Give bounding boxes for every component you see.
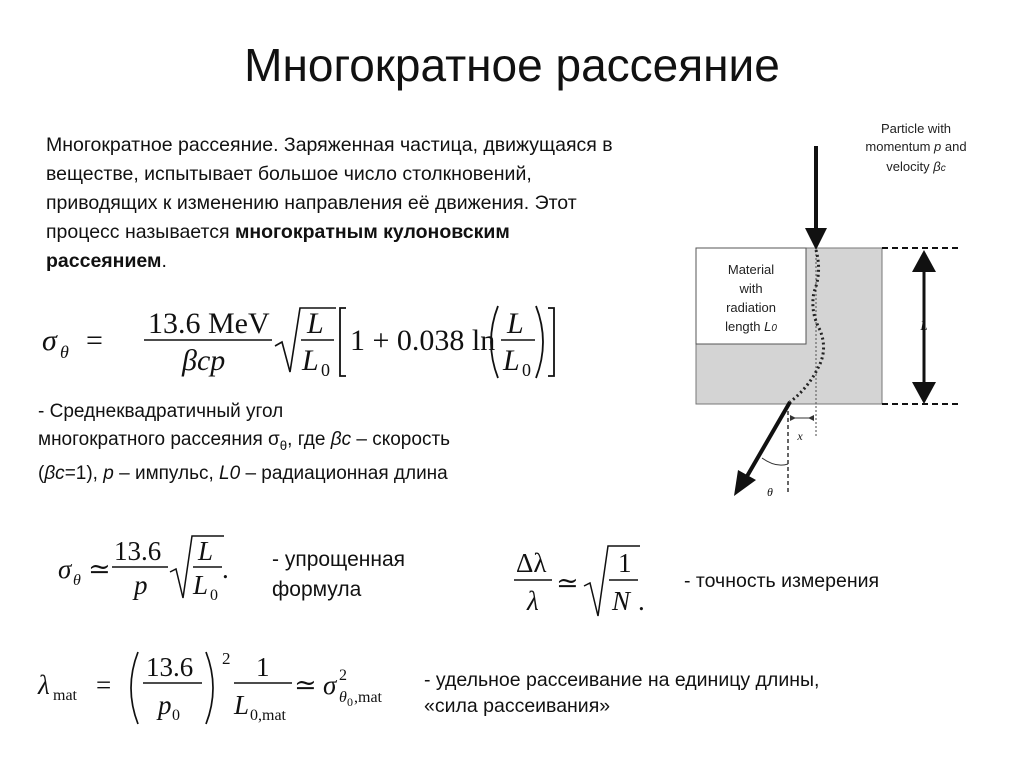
f1-sqrt-num: L	[306, 307, 324, 340]
f4-rhs: σ	[323, 670, 338, 700]
desc1-l2a: многократного рассеяния σ	[38, 429, 280, 450]
incoming-arrowhead	[805, 228, 827, 250]
f4-rhs-sup: 2	[339, 667, 347, 684]
f1-ln-den-sub: 0	[522, 360, 531, 380]
formula-scattering-power: λ mat = 13.6 p 0 2 1 L 0,mat ≃ σ 2 θ 0 ,…	[37, 649, 383, 725]
f4-rhs-sub2: 0	[347, 695, 353, 709]
desc-scattering-power: - удельное рассеивание на единицу длины,…	[424, 667, 819, 719]
material-label-line3: radiation	[726, 300, 776, 315]
material-label-line2: with	[738, 281, 762, 296]
f4-frac-den: L	[233, 690, 249, 720]
f4-paren-num: 13.6	[146, 652, 193, 682]
desc1-l2c: – скорость	[351, 429, 451, 450]
f1-num: 13.6 MeV	[148, 307, 270, 340]
f1-lhs-sub: θ	[60, 342, 69, 362]
particle-label-line3: velocity βc	[886, 159, 945, 174]
f1-sqrt-den: L	[301, 344, 319, 377]
scattering-diagram: Particle with momentum p and velocity βc…	[695, 121, 967, 499]
desc4-line1: - удельное рассеивание на единицу длины,	[424, 669, 820, 691]
desc1-l3b: =1),	[64, 462, 104, 484]
desc-simplified: - упрощенная формула	[272, 545, 405, 605]
f1-eq: =	[86, 324, 103, 357]
desc1-l2sub: θ	[279, 437, 288, 453]
f2-sqrt-den-sub: 0	[210, 587, 218, 604]
formula-highland: σ θ = 13.6 MeV βcp L L 0 1 + 0.038 ln L …	[40, 300, 540, 386]
desc1-l3i2: p	[103, 462, 114, 484]
particle-label-line1: Particle with	[881, 121, 951, 136]
f4-rhs-sub: θ	[339, 689, 347, 706]
f1-closing-svg	[535, 305, 555, 379]
f4-eq2: ≃	[294, 670, 317, 700]
f4-eq: =	[96, 670, 111, 700]
desc1-l2i: βc	[330, 429, 352, 450]
desc1-l3a: (	[38, 462, 45, 484]
formula-precision: Δλ λ ≃ 1 N .	[514, 545, 645, 617]
f1-lhs: σ	[42, 324, 58, 357]
page-title: Многократное рассеяние	[244, 39, 780, 91]
f1-ln-num: L	[506, 307, 524, 340]
desc1-l3c: – импульс,	[113, 462, 220, 484]
f1-bracket-text: 1 + 0.038 ln	[350, 324, 495, 357]
f2-sqrt-num: L	[197, 536, 213, 566]
f3-end: .	[638, 586, 645, 616]
f4-paren-den: p	[156, 690, 172, 720]
intro-end: .	[161, 250, 167, 272]
f2-den: p	[132, 570, 148, 600]
desc-rms-angle: - Среднеквадратичный угол многократного …	[38, 398, 558, 488]
desc1-l3i1: βc	[44, 462, 65, 484]
f1-sqrt-den-sub: 0	[321, 360, 330, 380]
desc2-line2: формула	[272, 578, 362, 601]
offset-label: x	[796, 429, 803, 443]
f4-power: 2	[222, 649, 231, 668]
desc2-line1: - упрощенная	[272, 548, 406, 571]
f4-rhs-sub3: ,mat	[354, 689, 383, 706]
desc1-line2: многократного рассеяния σθ, где βc – ско…	[38, 426, 558, 460]
intro-paragraph: Многократное рассеяние. Заряженная части…	[46, 131, 626, 276]
f4-lhs-sub: mat	[53, 687, 78, 704]
desc1-line1: - Среднеквадратичный угол	[38, 401, 284, 422]
f4-paren-den-sub: 0	[172, 707, 180, 724]
f3-den: λ	[526, 586, 539, 616]
desc-precision: - точность измерения	[684, 570, 880, 592]
formula-simplified: σ θ ≃ 13.6 p L L 0 .	[58, 535, 229, 604]
f2-lhs-sub: θ	[73, 572, 81, 589]
f1-ln-den: L	[502, 344, 520, 377]
f3-num: Δλ	[516, 548, 546, 578]
thickness-arrow-bottom	[912, 382, 936, 404]
f2-sqrt-den: L	[192, 570, 208, 600]
material-label-line4: length L0	[725, 319, 777, 334]
f1-den: βcp	[181, 344, 225, 377]
f2-end: .	[222, 554, 229, 584]
f4-lhs: λ	[37, 670, 50, 700]
thickness-label: L	[919, 318, 927, 333]
desc1-l3i3: L0	[219, 462, 241, 484]
angle-label: θ	[767, 485, 773, 499]
desc1-l2b: , где	[287, 429, 331, 450]
f2-lhs: σ	[58, 554, 73, 584]
f2-eq: ≃	[88, 554, 111, 584]
material-label-box	[695, 247, 807, 345]
outgoing-arrowhead	[734, 470, 756, 496]
material-label-line1: Material	[728, 262, 774, 277]
f4-frac-den-sub: 0,mat	[250, 707, 287, 724]
f3-sqrt-den: N	[611, 586, 632, 616]
f4-frac-num: 1	[256, 652, 270, 682]
f3-sqrt-num: 1	[618, 548, 632, 578]
intro-bold-term: многократным кулоновским рассеянием	[46, 221, 510, 272]
thickness-arrow-top	[912, 250, 936, 272]
desc1-l3d: – радиационная длина	[240, 462, 448, 484]
f3-eq: ≃	[556, 568, 579, 598]
formula-highland-svg: σ θ = 13.6 MeV βcp L L 0 1 + 0.038 ln L …	[42, 305, 535, 380]
f2-num: 13.6	[114, 536, 161, 566]
desc1-line3: (βc=1), p – импульс, L0 – радиационная д…	[38, 460, 558, 488]
particle-label-line2: momentum p and	[865, 139, 966, 154]
scattered-path	[789, 249, 825, 404]
intro-text: Многократное рассеяние. Заряженная части…	[46, 134, 613, 243]
desc4-line2: «сила рассеивания»	[424, 695, 611, 717]
